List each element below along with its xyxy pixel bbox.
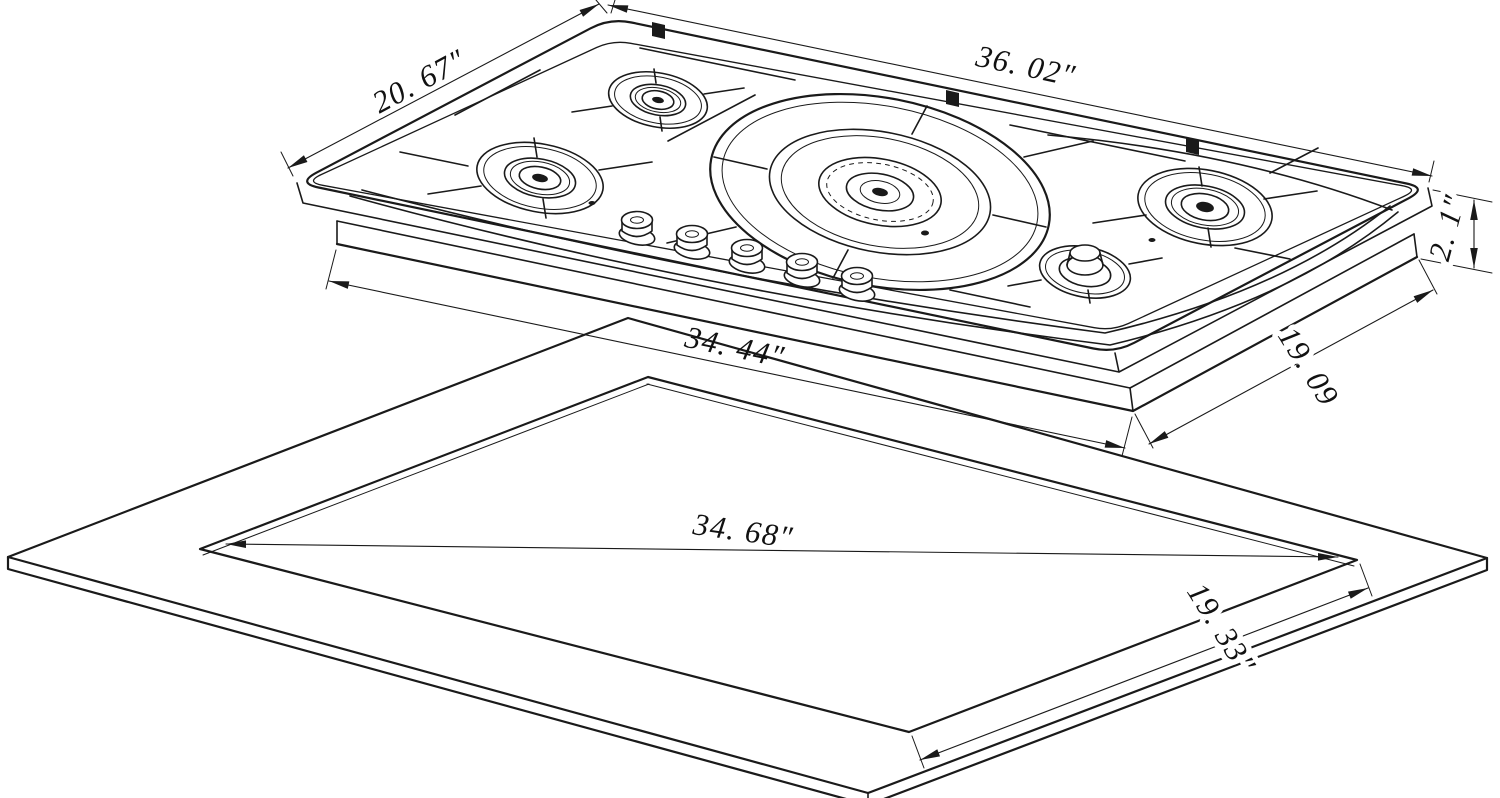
grate-bar	[399, 151, 469, 167]
dim-base-depth: 19. 09 19. 09	[1134, 259, 1438, 449]
extension-line	[595, 0, 608, 14]
dim-cooktop-depth: 20. 67″	[280, 0, 608, 177]
extension-line	[1432, 189, 1493, 203]
dimension-line	[225, 540, 1339, 561]
countertop-thickness-edge	[6, 555, 1489, 798]
burner-spokes	[1092, 166, 1318, 248]
dimension-line	[1148, 289, 1434, 445]
extension-line	[1359, 563, 1373, 597]
dimension-line	[287, 3, 600, 169]
grate-bar	[949, 289, 1031, 308]
dim-cutout-width-label: 34. 68″	[690, 506, 796, 555]
burner-left-front	[427, 137, 653, 219]
burner-front-right	[1007, 244, 1163, 304]
cutout-inner-wall-left	[202, 383, 650, 556]
dimension-line	[919, 587, 1369, 761]
extension-line	[911, 735, 925, 769]
control-knob	[618, 210, 656, 246]
extension-line	[325, 249, 337, 290]
dim-cooktop-width-label: 36. 02″	[972, 38, 1079, 93]
dimension-line	[607, 4, 1433, 177]
control-knob	[728, 238, 766, 274]
dim-cutout-depth-label: 19. 33″	[1180, 576, 1263, 680]
grate-foot	[652, 22, 665, 39]
grate-bar	[639, 47, 796, 81]
igniter-dot	[1148, 238, 1156, 242]
extension-line	[1418, 259, 1438, 295]
countertop-outer-edge	[6, 316, 1489, 795]
igniter-dot	[588, 201, 596, 205]
burner-cap-3d	[1066, 244, 1104, 276]
igniter-dot	[921, 230, 929, 236]
control-knob	[838, 266, 876, 302]
dimension-annotations: 20. 67″ 36. 02″ 2. 1″ 2. 1″ 34. 44″ 19. …	[225, 0, 1493, 769]
extension-line	[1420, 258, 1493, 274]
base-skirt	[335, 220, 1419, 413]
grate-front-curve-outer	[349, 195, 1399, 346]
grate-foot	[946, 90, 959, 107]
cooktop-isometric-view	[296, 20, 1433, 413]
burner-spokes	[427, 137, 653, 219]
countertop-cutout-view	[6, 316, 1489, 798]
grate-bar	[1234, 247, 1291, 260]
dim-cooktop-depth-label: 20. 67″	[366, 42, 472, 120]
control-knobs	[618, 210, 876, 302]
grate-bar	[1009, 124, 1186, 162]
extension-line	[1428, 160, 1435, 183]
dimension-line	[328, 280, 1126, 449]
burner-back-left	[571, 68, 745, 132]
dim-cutout-width: 34. 68″	[225, 506, 1339, 561]
dim-cutout-depth: 19. 33″ 19. 33″	[911, 563, 1373, 769]
extension-line	[1121, 416, 1133, 457]
control-knob	[673, 224, 711, 260]
dim-base-depth-label: 19. 09	[1271, 320, 1347, 412]
burner-right	[1092, 166, 1318, 248]
dim-cooktop-height-label: 2. 1″	[1421, 190, 1472, 264]
extension-line	[280, 151, 294, 177]
dim-cooktop-width: 36. 02″	[607, 0, 1435, 183]
cutout-opening-edge	[198, 375, 1359, 734]
